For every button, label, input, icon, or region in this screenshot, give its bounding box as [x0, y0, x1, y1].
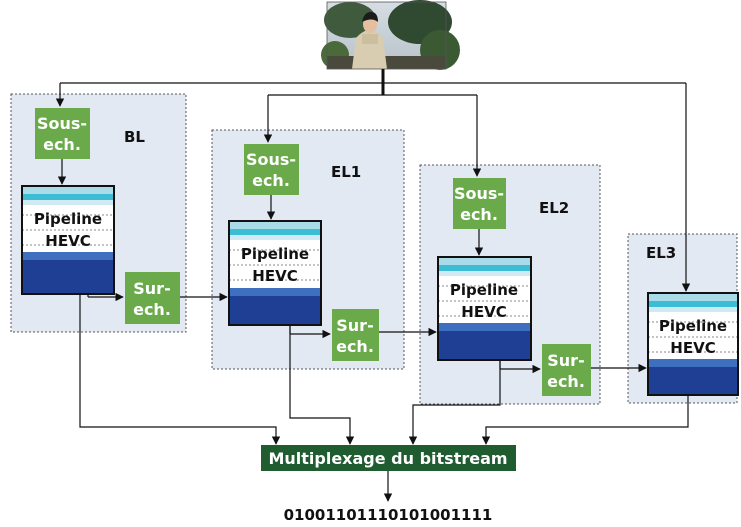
downsample-el1: Sous- ech. [244, 144, 299, 195]
pipeline-label-line1: Pipeline [450, 281, 518, 299]
upsample-label-line2: ech. [547, 372, 585, 391]
pipeline-hevc-el3: Pipeline HEVC [647, 292, 739, 396]
downsample-bl: Sous- ech. [35, 108, 90, 159]
pipeline-label-line1: Pipeline [241, 245, 309, 263]
upsample-el1: Sur- ech. [332, 309, 379, 361]
downsample-el2: Sous- ech. [453, 178, 506, 229]
pipeline-label-line2: HEVC [252, 267, 297, 285]
downsample-to-pipeline-arrows [57, 159, 484, 256]
upsample-label-line1: Sur- [336, 316, 373, 335]
layer-label-el2: EL2 [539, 199, 569, 217]
multiplexer-label: Multiplexage du bitstream [268, 449, 507, 468]
layer-label-el1: EL1 [331, 163, 361, 181]
downsample-label-line1: Sous- [454, 184, 504, 203]
bitstream-output: 01001101110101001111 [284, 506, 493, 524]
downsample-label-line1: Sous- [246, 150, 296, 169]
input-video-frame [321, 0, 460, 70]
upsample-bl: Sur- ech. [125, 272, 180, 324]
multiplexer-box: Multiplexage du bitstream [261, 445, 516, 471]
input-distribution-lines [55, 69, 691, 292]
upsample-label-line1: Sur- [547, 351, 584, 370]
to-multiplexer-arrows [79, 294, 689, 445]
upsample-label-line2: ech. [336, 337, 374, 356]
pipeline-hevc-el2: Pipeline HEVC [437, 256, 532, 361]
pipeline-label-line1: Pipeline [659, 317, 727, 335]
downsample-label-line2: ech. [43, 135, 81, 154]
layer-label-el3: EL3 [646, 244, 676, 262]
upsample-label-line2: ech. [133, 300, 171, 319]
downsample-label-line1: Sous- [37, 114, 87, 133]
layer-label-bl: BL [124, 128, 145, 146]
pipeline-hevc-el1: Pipeline HEVC [228, 220, 322, 326]
upsample-el2: Sur- ech. [542, 344, 591, 396]
pipeline-label-line2: HEVC [461, 303, 506, 321]
pipeline-label-line2: HEVC [670, 339, 715, 357]
downsample-label-line2: ech. [252, 171, 290, 190]
pipeline-label-line1: Pipeline [34, 210, 102, 228]
upsample-label-line1: Sur- [133, 279, 170, 298]
pipeline-label-line2: HEVC [45, 232, 90, 250]
pipeline-hevc-bl: Pipeline HEVC [21, 185, 115, 295]
downsample-label-line2: ech. [460, 205, 498, 224]
